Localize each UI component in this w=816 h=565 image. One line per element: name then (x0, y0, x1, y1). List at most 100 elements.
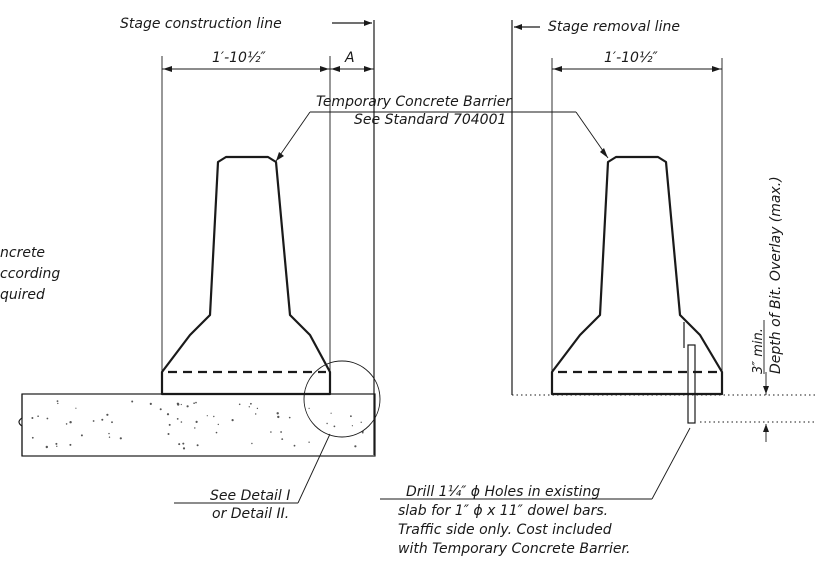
aggregate-speck (178, 443, 181, 446)
left-width-label: 1′-10½″ (212, 50, 267, 66)
aggregate-speck (251, 442, 253, 445)
detail-circle (303, 360, 381, 438)
aggregate-speck (31, 417, 34, 419)
aggregate-speck (55, 442, 58, 445)
right-dimension: 1′-10½″ (551, 50, 723, 372)
drill-note: Drill 1¼″ ϕ Holes in existing slab for 1… (380, 427, 691, 557)
barrier-standard: See Standard 704001 (354, 112, 506, 128)
aggregate-speck (176, 418, 179, 420)
barrier-title: Temporary Concrete Barrier (316, 94, 512, 110)
aggregate-speck (238, 403, 241, 406)
left-note: ncrete ccording quired (0, 245, 60, 303)
aggregate-speck (293, 444, 296, 447)
max-depth-label: Depth of Bit. Overlay (max.) (768, 176, 784, 374)
aggregate-speck (168, 423, 171, 426)
aggregate-speck (250, 402, 252, 405)
stage-removal-label: Stage removal line (548, 19, 680, 35)
aggregate-speck (119, 437, 122, 440)
aggregate-speck (56, 400, 59, 402)
drill-line-4: with Temporary Concrete Barrier. (398, 541, 630, 557)
aggregate-speck (69, 421, 72, 424)
aggregate-speck (31, 436, 34, 439)
aggregate-speck (330, 412, 332, 414)
aggregate-speck (108, 432, 110, 435)
barrier-callout: Temporary Concrete Barrier See Standard … (275, 94, 609, 162)
left-note-line-1: ncrete (0, 245, 45, 261)
left-dimension: 1′-10½″ A (161, 50, 374, 372)
right-barrier (550, 155, 724, 396)
aggregate-speck (354, 445, 357, 448)
aggregate-speck (196, 444, 199, 447)
existing-slab (18, 393, 376, 457)
aggregate-speck (213, 415, 215, 418)
aggregate-speck (277, 415, 280, 419)
aggregate-speck (149, 402, 152, 405)
stage-removal-line: Stage removal line (511, 19, 680, 395)
aggregate-speck (131, 400, 134, 403)
stage-construction-label: Stage construction line (120, 16, 282, 32)
aggregate-speck (56, 445, 58, 447)
aggregate-speck (217, 423, 219, 426)
aggregate-speck (195, 401, 197, 404)
left-note-line-2: ccording (0, 266, 60, 282)
aggregate-speck (186, 405, 189, 408)
aggregate-speck (256, 407, 259, 410)
aggregate-speck (333, 425, 336, 428)
aggregate-speck (281, 438, 284, 440)
aggregate-speck (360, 421, 362, 423)
aggregate-speck (176, 402, 180, 405)
stage-construction-line: Stage construction line (120, 16, 375, 455)
aggregate-speck (167, 433, 170, 435)
aggregate-speck (166, 413, 170, 416)
drill-line-2: slab for 1″ ϕ x 11″ dowel bars. (398, 503, 608, 519)
aggregate-speck (37, 415, 39, 418)
aggregate-speck (362, 432, 364, 434)
drill-line-3: Traffic side only. Cost included (398, 522, 612, 538)
aggregate-speck (111, 421, 113, 424)
aggregate-speck (351, 425, 353, 427)
aggregate-speck (180, 421, 183, 423)
aggregate-speck (108, 436, 111, 438)
aggregate-speck (308, 407, 310, 409)
aggregate-speck (288, 416, 291, 419)
aggregate-speck (159, 408, 162, 411)
aggregate-speck (180, 403, 182, 406)
aggregate-speck (206, 415, 208, 417)
aggregate-speck (57, 402, 59, 405)
aggregate-speck (270, 431, 272, 433)
dimension-a-label: A (344, 50, 355, 66)
aggregate-speck (75, 407, 77, 409)
detail-line-1: See Detail I (210, 488, 290, 504)
overlay-depth-dimension: 3″ min. Depth of Bit. Overlay (max.) (751, 176, 784, 442)
aggregate-speck (80, 434, 83, 437)
aggregate-speck (308, 441, 310, 443)
aggregate-speck (326, 422, 328, 425)
dowel-bar (683, 322, 696, 424)
aggregate-speck (255, 413, 257, 415)
aggregate-speck (193, 402, 195, 405)
aggregate-speck (65, 423, 68, 425)
left-barrier (160, 155, 332, 396)
aggregate-speck (276, 412, 279, 415)
overlay-outline (512, 394, 816, 423)
left-note-line-3: quired (0, 287, 45, 303)
aggregate-speck (101, 418, 104, 421)
aggregate-speck (350, 415, 352, 418)
aggregate-speck (248, 406, 250, 408)
slab-aggregate (31, 400, 364, 450)
detail-line-2: or Detail II. (212, 506, 289, 522)
aggregate-speck (69, 443, 72, 446)
aggregate-speck (182, 442, 185, 445)
aggregate-speck (182, 447, 186, 450)
drill-line-1: Drill 1¼″ ϕ Holes in existing (406, 484, 600, 500)
aggregate-speck (194, 427, 196, 429)
aggregate-speck (106, 413, 109, 416)
aggregate-speck (46, 417, 49, 420)
detail-reference: See Detail I or Detail II. (174, 433, 331, 522)
aggregate-speck (215, 431, 218, 434)
aggregate-speck (280, 431, 282, 433)
aggregate-speck (92, 420, 95, 422)
aggregate-speck (45, 445, 48, 449)
aggregate-speck (231, 419, 234, 422)
